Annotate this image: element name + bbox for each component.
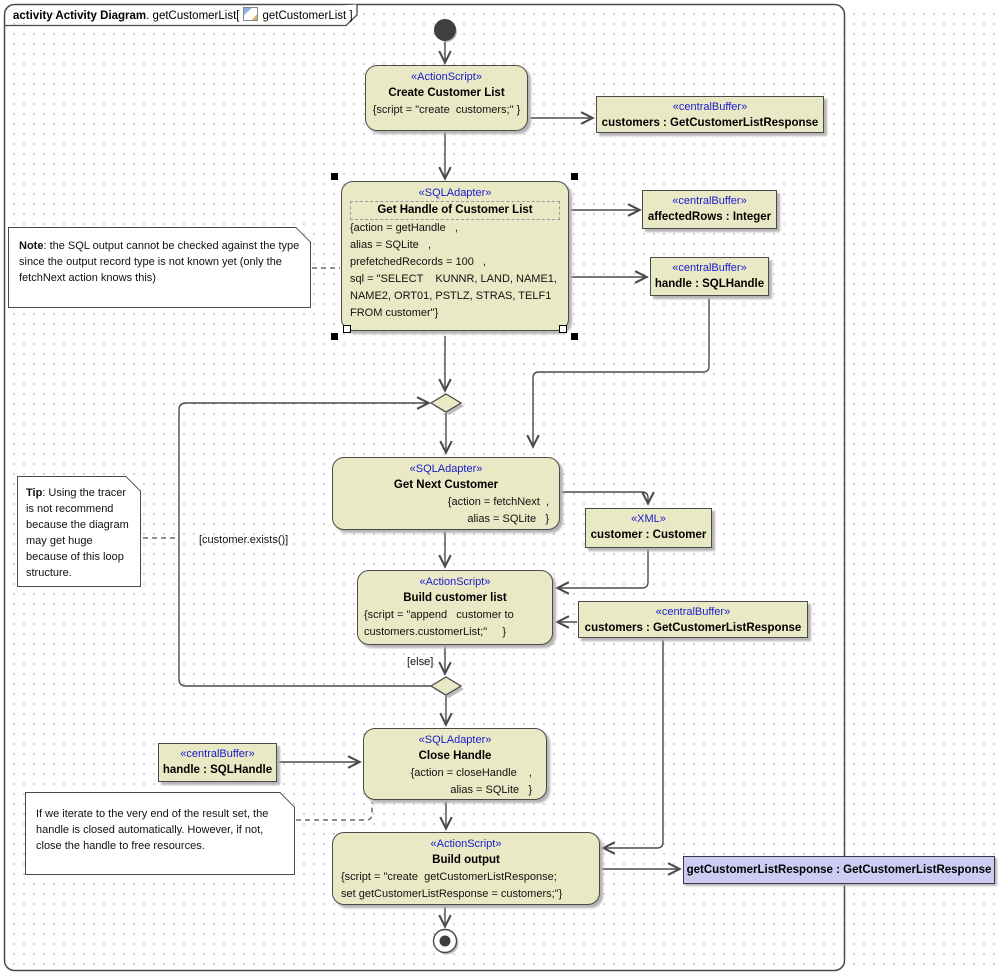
action-name: Get Next Customer	[393, 479, 499, 491]
stereotype-label: «ActionScript»	[430, 838, 502, 850]
stereotype-label: «centralBuffer»	[672, 101, 748, 113]
buffer-affected-rows[interactable]: «centralBuffer» affectedRows : Integer	[642, 190, 777, 229]
action-property: {action = getHandle ,	[350, 222, 458, 234]
stereotype-label: «XML»	[631, 513, 666, 525]
note-close-handle[interactable]: If we iterate to the very end of the res…	[25, 792, 295, 875]
action-build-output[interactable]: «ActionScript» Build output {script = "c…	[332, 832, 600, 905]
selection-handle[interactable]	[571, 333, 578, 340]
action-property: {action = closeHandle ,	[410, 767, 532, 779]
action-property: {script = "create getCustomerListRespons…	[341, 871, 557, 883]
buffer-handle-bottom[interactable]: «centralBuffer» handle : SQLHandle	[158, 743, 277, 782]
action-property: sql = "SELECT KUNNR, LAND, NAME1,	[350, 273, 557, 285]
note-sql-output[interactable]: Note: the SQL output cannot be checked a…	[8, 227, 311, 308]
buffer-name: handle : SQLHandle	[654, 278, 765, 290]
stereotype-label: «centralBuffer»	[655, 606, 731, 618]
selection-handle[interactable]	[331, 173, 338, 180]
action-name: Get Handle of Customer List	[350, 201, 560, 220]
stereotype-label: «ActionScript»	[411, 71, 482, 83]
buffer-name: customers : GetCustomerListResponse	[601, 117, 819, 129]
buffer-customers-mid[interactable]: «centralBuffer» customers : GetCustomerL…	[578, 601, 808, 638]
action-property: FROM customer"}	[350, 307, 439, 319]
action-property: alias = SQLite }	[467, 513, 549, 525]
action-property: {script = "append customer to	[364, 609, 514, 621]
action-property: customers.customerList;" }	[364, 626, 507, 638]
activity-diagram-icon	[243, 7, 259, 21]
stereotype-label: «SQLAdapter»	[418, 734, 492, 746]
buffer-name: affectedRows : Integer	[647, 211, 772, 223]
buffer-customers-top[interactable]: «centralBuffer» customers : GetCustomerL…	[596, 96, 824, 133]
action-property: {script = "create customers;" }	[372, 104, 521, 116]
frame-title-keyword: activity Activity Diagram	[13, 10, 147, 22]
action-property: alias = SQLite }	[450, 784, 532, 796]
action-name: Create Customer List	[388, 87, 505, 99]
action-name: Build output	[432, 854, 500, 866]
stereotype-label: «SQLAdapter»	[418, 187, 492, 199]
selection-handle[interactable]	[331, 333, 338, 340]
buffer-customer-xml[interactable]: «XML» customer : Customer	[585, 508, 712, 548]
action-build-customer-list[interactable]: «ActionScript» Build customer list {scri…	[357, 570, 553, 645]
action-property: NAME2, ORT01, PSTLZ, STRAS, TELF1	[350, 290, 552, 302]
frame-title: activity Activity Diagram. getCustomerLi…	[13, 7, 353, 22]
stereotype-label: «centralBuffer»	[180, 748, 255, 760]
stereotype-label: «SQLAdapter»	[409, 463, 483, 475]
action-get-handle[interactable]: «SQLAdapter» Get Handle of Customer List…	[341, 181, 569, 331]
action-name: Build customer list	[403, 592, 507, 604]
guard-label-else[interactable]: [else]	[407, 656, 434, 668]
note-text: If we iterate to the very end of the res…	[36, 808, 269, 852]
buffer-name: customers : GetCustomerListResponse	[584, 622, 802, 634]
note-text: : the SQL output cannot be checked again…	[19, 240, 300, 284]
buffer-handle-top[interactable]: «centralBuffer» handle : SQLHandle	[650, 257, 769, 296]
guard-label-exists[interactable]: [customer.exists()]	[199, 534, 289, 546]
frame-title-context: . getCustomerList[	[146, 10, 240, 22]
action-close-handle[interactable]: «SQLAdapter» Close Handle {action = clos…	[363, 728, 547, 800]
note-bold: Tip	[26, 487, 43, 499]
frame-title-tab-name: getCustomerList ]	[262, 10, 353, 22]
stereotype-label: «centralBuffer»	[672, 262, 747, 274]
action-get-next-customer[interactable]: «SQLAdapter» Get Next Customer {action =…	[332, 457, 560, 530]
selection-handle[interactable]	[343, 325, 351, 333]
note-bold: Note	[19, 240, 44, 252]
stereotype-label: «ActionScript»	[419, 576, 491, 588]
buffer-name: handle : SQLHandle	[162, 764, 273, 776]
parameter-node-getcustomerlistresponse[interactable]: getCustomerListResponse : GetCustomerLis…	[683, 856, 995, 884]
stereotype-label: «centralBuffer»	[672, 195, 747, 207]
selection-handle[interactable]	[571, 173, 578, 180]
note-tip[interactable]: Tip: Using the tracer is not recommend b…	[17, 476, 141, 587]
buffer-name: customer : Customer	[590, 529, 707, 541]
action-name: Close Handle	[418, 750, 492, 762]
selection-handle[interactable]	[559, 325, 567, 333]
action-property: set getCustomerListResponse = customers;…	[341, 888, 563, 900]
action-property: prefetchedRecords = 100 ,	[350, 256, 487, 268]
action-property: {action = fetchNext ,	[447, 496, 549, 508]
note-text: : Using the tracer is not recommend beca…	[26, 487, 129, 579]
parameter-name: getCustomerListResponse : GetCustomerLis…	[686, 864, 992, 876]
action-property: alias = SQLite ,	[350, 239, 432, 251]
action-create-customer-list[interactable]: «ActionScript» Create Customer List {scr…	[365, 65, 528, 131]
